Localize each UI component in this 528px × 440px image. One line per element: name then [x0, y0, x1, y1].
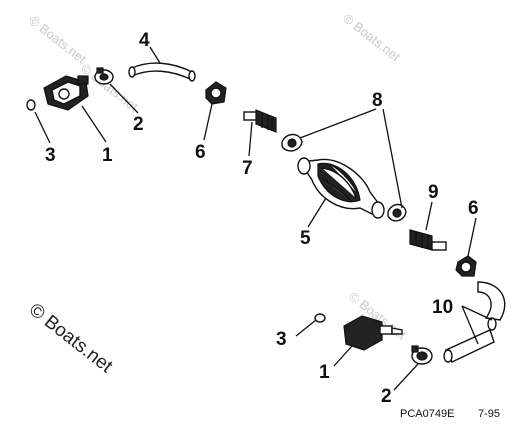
leader-1-upper: [81, 105, 107, 143]
clamp-6-lower: [455, 255, 477, 277]
leader-9: [425, 201, 433, 231]
leader-3-lower: [295, 319, 317, 337]
callout-1-upper: 1: [102, 145, 113, 166]
revision-code: 7-95: [478, 408, 500, 420]
callout-1-lower: 1: [319, 362, 330, 383]
callout-3-upper: 3: [45, 145, 56, 166]
leader-8b: [382, 108, 403, 209]
fitting-7: [243, 109, 277, 133]
copyright-label: © Boats.net: [25, 299, 117, 377]
clamp-8-left: [281, 133, 303, 152]
callout-6-lower: 6: [468, 198, 479, 219]
callout-7: 7: [242, 158, 253, 179]
clamp-8-right: [387, 203, 407, 222]
clamp-upper: [94, 67, 114, 85]
leader-6-lower: [467, 217, 477, 257]
callout-10: 10: [432, 297, 453, 318]
callout-2-upper: 2: [133, 114, 144, 135]
primer-bulb: [297, 157, 385, 219]
leader-7: [248, 121, 253, 157]
leader-10a: [461, 305, 479, 345]
leader-4: [149, 46, 161, 64]
part-code: PCA0749E: [400, 408, 454, 420]
callout-5: 5: [300, 228, 311, 249]
callout-3-lower: 3: [276, 329, 287, 350]
callout-2-lower: 2: [381, 386, 392, 407]
callout-9: 9: [428, 182, 439, 203]
connector-lower: [343, 315, 403, 351]
hose-upper: [131, 62, 193, 82]
leader-8a: [299, 108, 377, 139]
hose-lower: [443, 281, 506, 363]
leader-10b: [461, 305, 493, 321]
o-ring-upper: [26, 99, 36, 111]
leader-3-upper: [34, 111, 51, 144]
clamp-lower: [411, 345, 433, 365]
callout-6-upper: 6: [195, 142, 206, 163]
leader-2-upper: [109, 83, 139, 114]
watermark-top-left: © Boats.net: [26, 13, 89, 67]
leader-1-lower: [333, 345, 353, 367]
o-ring-lower: [314, 313, 326, 323]
callout-4: 4: [139, 30, 150, 51]
leader-2-lower: [393, 363, 419, 391]
fitting-9: [409, 229, 447, 251]
leader-5: [307, 197, 327, 228]
leader-6-upper: [203, 103, 213, 141]
watermark-top-right: © Boats.net: [340, 11, 403, 65]
connector-upper: [43, 75, 89, 111]
clamp-6-upper: [205, 81, 227, 105]
callout-8: 8: [372, 90, 383, 111]
